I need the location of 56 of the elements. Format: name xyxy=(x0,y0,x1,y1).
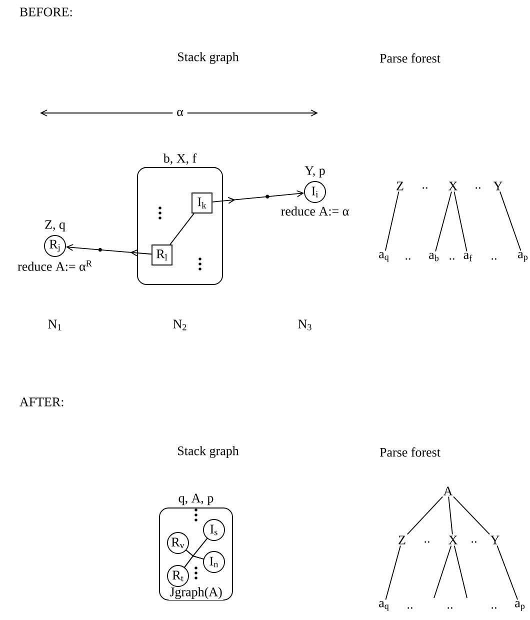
connector-line xyxy=(184,555,204,568)
connector-line xyxy=(434,545,452,598)
heading: AFTER: xyxy=(20,398,64,406)
heading: Parse forest xyxy=(380,447,440,457)
node-caption: reduce A:= α xyxy=(281,206,349,216)
ellipsis: .. xyxy=(422,187,428,189)
ellipsis: .. xyxy=(406,258,410,260)
state-box: R$_{l}$ xyxy=(152,244,172,266)
ellipsis: .. xyxy=(492,258,496,260)
node-label: N$_{2}$ xyxy=(173,320,186,330)
heading: Stack graph xyxy=(178,52,239,64)
tree-symbol: Y xyxy=(490,536,500,544)
connector-line xyxy=(385,191,400,252)
ellipsis: .. xyxy=(472,541,476,543)
ellipsis: .. xyxy=(408,607,412,609)
ellipsis: .. xyxy=(450,258,454,260)
tree-symbol: a$_{b}$ xyxy=(429,252,439,262)
tree-symbol: a$_{f}$ xyxy=(464,252,472,262)
tree-symbol: Z xyxy=(398,536,406,544)
node-caption: Y, p xyxy=(304,166,325,178)
tree-symbol: a$_{q}$ xyxy=(379,601,389,611)
connector-line xyxy=(454,545,468,598)
heading: Stack graph xyxy=(178,446,239,458)
arrow xyxy=(212,190,304,204)
heading: BEFORE: xyxy=(20,8,72,16)
ellipsis: .. xyxy=(492,607,496,609)
tree-symbol: Y xyxy=(493,182,502,190)
arrow xyxy=(66,244,152,256)
connector-line xyxy=(454,191,468,252)
tree-symbol: A xyxy=(443,486,453,496)
connector-line xyxy=(453,496,490,535)
connector-line xyxy=(496,545,518,600)
tree-symbol: a$_{p}$ xyxy=(515,601,525,611)
tree-symbol: a$_{p}$ xyxy=(518,252,528,262)
tree-symbol: a$_{q}$ xyxy=(379,252,389,262)
connector-line xyxy=(500,191,522,252)
node-caption: reduce A:= α$^{R}$ xyxy=(18,260,92,271)
dimension-label: α xyxy=(172,106,188,120)
node-label: N$_{3}$ xyxy=(298,320,312,330)
state-box: I$_{k}$ xyxy=(192,192,212,214)
tree-symbol: X xyxy=(448,536,458,544)
node-label: N$_{1}$ xyxy=(48,320,62,330)
node-caption: Z, q xyxy=(45,220,66,232)
connector-line xyxy=(406,496,444,535)
node-label: q, A, p xyxy=(178,494,214,506)
connector-line xyxy=(435,191,452,252)
heading: Parse forest xyxy=(380,53,440,63)
connector-line xyxy=(170,213,194,245)
ellipsis: .. xyxy=(476,187,480,189)
ellipsis: .. xyxy=(448,607,452,609)
tree-symbol: X xyxy=(448,182,458,190)
tree-symbol: Z xyxy=(396,182,404,190)
ellipsis: .. xyxy=(424,541,430,543)
connector-line xyxy=(385,545,401,600)
connector-line xyxy=(448,496,453,535)
node-label: b, X, f xyxy=(163,153,197,165)
